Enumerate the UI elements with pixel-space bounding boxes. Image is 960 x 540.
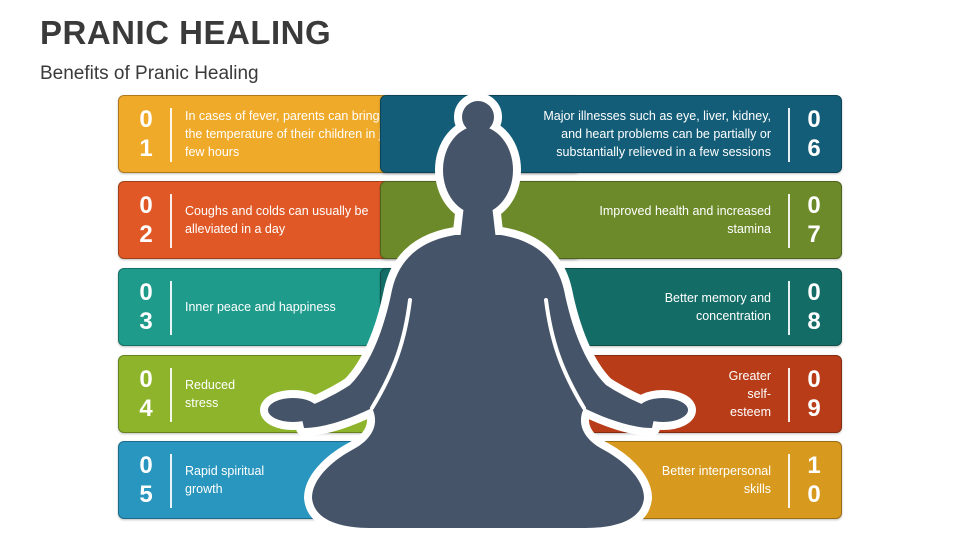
benefit-text-07: Improved health and increased stamina [599, 204, 771, 236]
number-digit-bottom: 7 [807, 221, 821, 248]
number-digit-top: 0 [807, 366, 821, 393]
number-digit-top: 0 [139, 366, 153, 393]
number-digit-top: 0 [139, 452, 153, 479]
benefit-number-10: 1 0 [791, 442, 837, 518]
number-digit-bottom: 4 [139, 395, 153, 422]
card-divider [170, 194, 172, 248]
card-divider [170, 454, 172, 508]
benefit-number-01: 0 1 [123, 96, 169, 172]
number-digit-bottom: 0 [807, 481, 821, 508]
benefit-text-08: Better memory and concentration [664, 291, 771, 323]
benefit-number-09: 0 9 [791, 356, 837, 432]
benefit-number-03: 0 3 [123, 269, 169, 345]
benefit-number-05: 0 5 [123, 442, 169, 518]
card-divider [788, 194, 790, 248]
number-digit-top: 0 [139, 192, 153, 219]
benefit-text-02: Coughs and colds can usually be alleviat… [185, 204, 369, 236]
card-divider [788, 368, 790, 422]
benefit-card-08: 0 8 Better memory and concentration [380, 268, 842, 346]
benefit-text-10: Better interpersonal skills [661, 464, 771, 496]
number-digit-bottom: 3 [139, 308, 153, 335]
card-divider [788, 108, 790, 162]
benefit-text-04: Reduced stress [185, 378, 236, 410]
benefit-number-08: 0 8 [791, 269, 837, 345]
number-digit-bottom: 6 [807, 135, 821, 162]
benefit-number-04: 0 4 [123, 356, 169, 432]
benefit-number-06: 0 6 [791, 96, 837, 172]
number-digit-bottom: 5 [139, 481, 153, 508]
slide-subtitle: Benefits of Pranic Healing [40, 63, 259, 84]
number-digit-top: 0 [139, 106, 153, 133]
number-digit-bottom: 2 [139, 221, 153, 248]
benefit-text-05: Rapid spiritual growth [185, 464, 265, 496]
number-digit-top: 1 [807, 452, 821, 479]
benefit-card-07: 0 7 Improved health and increased stamin… [380, 181, 842, 259]
benefit-number-02: 0 2 [123, 182, 169, 258]
benefit-text-01: In cases of fever, parents can bring dow… [185, 109, 413, 159]
benefit-card-06: 0 6 Major illnesses such as eye, liver, … [380, 95, 842, 173]
number-digit-bottom: 9 [807, 395, 821, 422]
benefit-number-07: 0 7 [791, 182, 837, 258]
benefit-card-09: 0 9 Greater self-esteem [380, 355, 842, 433]
benefit-text-09: Greater self-esteem [728, 369, 771, 419]
card-divider [170, 368, 172, 422]
card-divider [788, 454, 790, 508]
benefit-text-03: Inner peace and happiness [185, 300, 336, 314]
slide-title: PRANIC HEALING [40, 14, 332, 51]
benefit-card-10: 1 0 Better interpersonal skills [380, 441, 842, 519]
card-divider [170, 281, 172, 335]
number-digit-top: 0 [807, 279, 821, 306]
number-digit-bottom: 8 [807, 308, 821, 335]
number-digit-top: 0 [807, 192, 821, 219]
card-divider [788, 281, 790, 335]
number-digit-top: 0 [139, 279, 153, 306]
number-digit-top: 0 [807, 106, 821, 133]
number-digit-bottom: 1 [139, 135, 153, 162]
benefit-text-06: Major illnesses such as eye, liver, kidn… [543, 109, 771, 159]
card-divider [170, 108, 172, 162]
